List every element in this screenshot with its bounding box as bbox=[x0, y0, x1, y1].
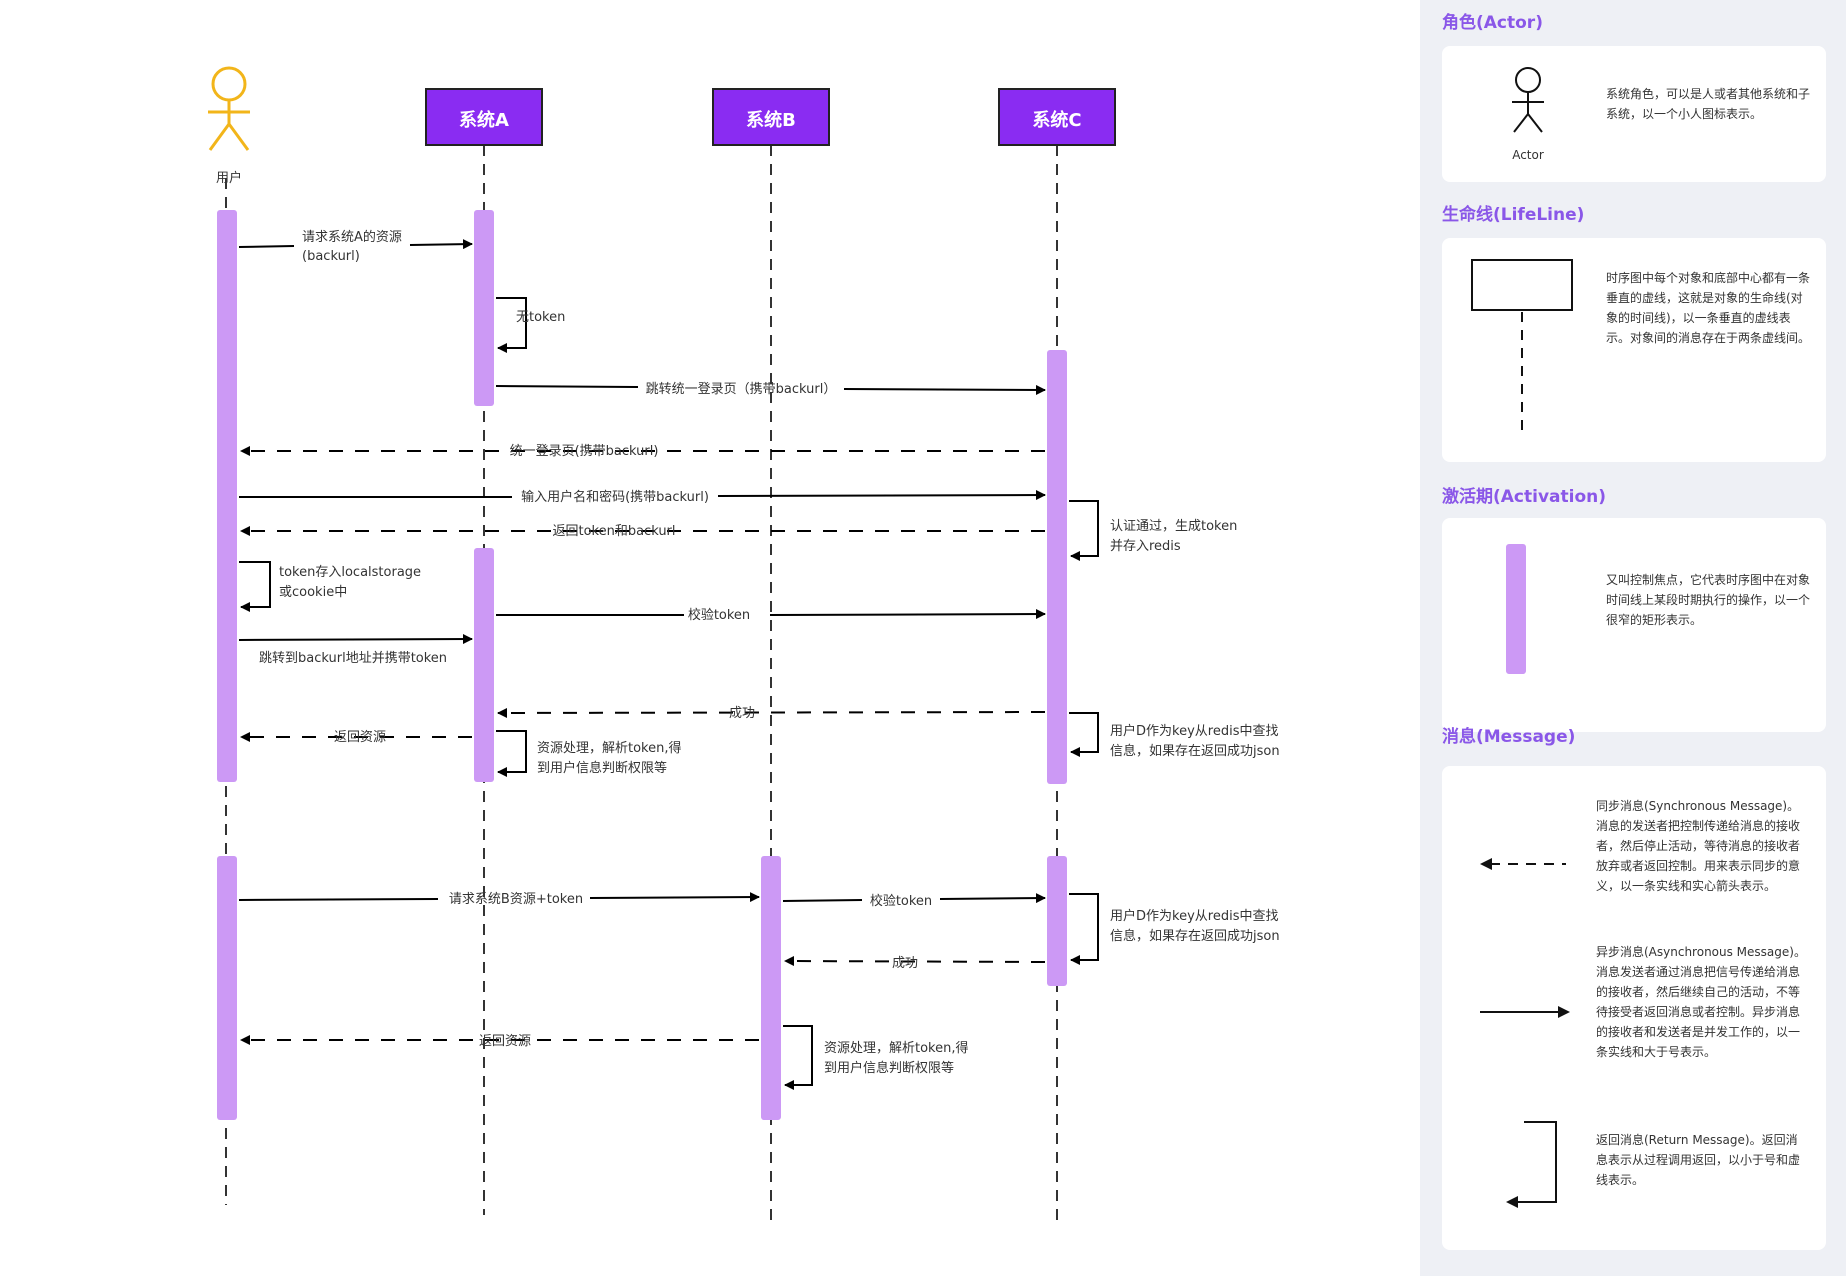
actor-user-label: 用户 bbox=[216, 170, 242, 186]
legend-actor-title: 角色(Actor) bbox=[1442, 13, 1543, 33]
sync-message-icon bbox=[1480, 858, 1566, 870]
msg-8-label-2: 或cookie中 bbox=[279, 585, 347, 600]
activation-b-1 bbox=[761, 856, 781, 1120]
msg-3-label: 跳转统一登录页（携带backurl） bbox=[646, 381, 837, 397]
msg-6-self bbox=[1069, 500, 1099, 561]
legend-async-desc: 异步消息(Asynchronous Message)。消息发送者通过消息把信号传… bbox=[1596, 945, 1806, 1059]
activation-a-2 bbox=[474, 548, 494, 782]
legend-activation-desc: 又叫控制焦点，它代表时序图中在对象时间线上某段时期执行的操作，以一个很窄的矩形表… bbox=[1606, 573, 1811, 627]
sequence-diagram: 用户 系统A 系统B 系统C bbox=[208, 66, 1280, 1225]
msg-14-label: 资源处理，解析token,得 bbox=[537, 740, 682, 756]
msg-11-line bbox=[497, 707, 1046, 718]
msg-2-self bbox=[496, 297, 527, 353]
activation-user-1 bbox=[217, 210, 237, 782]
lifeline-icon bbox=[1471, 259, 1573, 430]
activation-user-2 bbox=[217, 856, 237, 1120]
svg-text:系统A: 系统A bbox=[459, 109, 509, 131]
msg-3-line bbox=[495, 386, 1045, 390]
actor-icon bbox=[1512, 67, 1544, 133]
msg-5-label: 输入用户名和密码(携带backurl) bbox=[521, 489, 709, 505]
activation-icon bbox=[1506, 544, 1526, 674]
participant-system-b: 系统B bbox=[712, 88, 830, 146]
msg-8-self bbox=[239, 561, 271, 612]
legend-lifeline-title: 生命线(LifeLine) bbox=[1442, 205, 1585, 225]
return-message-icon bbox=[1506, 1121, 1557, 1208]
legend-panel: 角色(Actor) Actor 系统角色，可以是人或者其他系统和子系统，以一个小… bbox=[1420, 0, 1846, 1276]
msg-6-label-2: 并存入redis bbox=[1110, 539, 1181, 554]
actor-caption: Actor bbox=[1512, 148, 1544, 162]
msg-19-label: 返回资源 bbox=[479, 1034, 531, 1049]
msg-9-label: 校验token bbox=[688, 607, 750, 623]
msg-20-label-2: 到用户信息判断权限等 bbox=[824, 1060, 954, 1076]
participant-system-a: 系统A bbox=[425, 88, 543, 146]
msg-20-self bbox=[783, 1025, 813, 1090]
msg-12-label-2: 信息，如果存在返回成功json bbox=[1110, 743, 1280, 759]
msg-15-line bbox=[238, 897, 759, 900]
msg-5-line bbox=[239, 495, 1045, 497]
msg-14-self bbox=[496, 730, 527, 777]
actor-user-icon bbox=[208, 66, 250, 151]
legend-lifeline-card: 时序图中每个对象和底部中心都有一条垂直的虚线，这就是对象的生命线(对象的时间线)… bbox=[1442, 238, 1826, 462]
legend-activation-card: 又叫控制焦点，它代表时序图中在对象时间线上某段时期执行的操作，以一个很窄的矩形表… bbox=[1442, 518, 1826, 732]
legend-activation-title: 激活期(Activation) bbox=[1442, 487, 1607, 507]
msg-6-label: 认证通过，生成token bbox=[1110, 519, 1237, 534]
legend-lifeline-desc: 时序图中每个对象和底部中心都有一条垂直的虚线，这就是对象的生命线(对象的时间线)… bbox=[1606, 271, 1811, 345]
msg-9-line bbox=[496, 614, 1045, 615]
msg-18-label: 成功 bbox=[892, 956, 918, 971]
msg-12-label: 用户D作为key从redis中查找 bbox=[1110, 723, 1278, 739]
svg-text:系统B: 系统B bbox=[746, 109, 796, 131]
activation-c-2 bbox=[1047, 856, 1067, 986]
activation-c-1 bbox=[1047, 350, 1067, 784]
msg-17-self bbox=[1069, 893, 1099, 965]
msg-12-self bbox=[1069, 712, 1099, 757]
legend-message-title: 消息(Message) bbox=[1442, 727, 1576, 747]
msg-18-line bbox=[784, 956, 1046, 967]
msg-8-label: token存入localstorage bbox=[279, 565, 421, 580]
legend-return-desc: 返回消息(Return Message)。返回消息表示从过程调用返回，以小于号和… bbox=[1596, 1133, 1801, 1187]
msg-10-line bbox=[238, 634, 473, 645]
msg-4-label: 统一登录页(携带backurl) bbox=[510, 443, 659, 459]
legend-actor-desc: 系统角色，可以是人或者其他系统和子系统，以一个小人图标表示。 bbox=[1606, 87, 1811, 121]
msg-2-label: 无token bbox=[516, 310, 565, 325]
msg-17-label-2: 信息，如果存在返回成功json bbox=[1110, 928, 1280, 944]
legend-actor-card: Actor 系统角色，可以是人或者其他系统和子系统，以一个小人图标表示。 bbox=[1442, 46, 1826, 182]
msg-13-label: 返回资源 bbox=[334, 730, 386, 745]
msg-14-label-2: 到用户信息判断权限等 bbox=[537, 760, 667, 776]
msg-15-label: 请求系统B资源+token bbox=[449, 892, 583, 907]
async-message-icon bbox=[1480, 1006, 1570, 1018]
msg-1-label: 请求系统A的资源 bbox=[302, 229, 402, 245]
msg-11-label: 成功 bbox=[729, 706, 755, 721]
msg-7-label: 返回token和backurl bbox=[552, 524, 675, 539]
legend-message-card: 同步消息(Synchronous Message)。消息的发送者把控制传递给消息… bbox=[1442, 766, 1826, 1250]
msg-17-label: 用户D作为key从redis中查找 bbox=[1110, 908, 1278, 924]
svg-text:系统C: 系统C bbox=[1032, 109, 1081, 131]
msg-1-line bbox=[238, 244, 472, 247]
activation-a-1 bbox=[474, 210, 494, 406]
msg-16-label: 校验token bbox=[870, 893, 932, 909]
participant-system-c: 系统C bbox=[998, 88, 1116, 146]
msg-1-label-2: (backurl) bbox=[302, 249, 360, 264]
msg-16-line bbox=[782, 898, 1045, 901]
legend-sync-desc: 同步消息(Synchronous Message)。消息的发送者把控制传递给消息… bbox=[1596, 799, 1801, 893]
msg-10-label: 跳转到backurl地址并携带token bbox=[259, 650, 447, 666]
msg-20-label: 资源处理，解析token,得 bbox=[824, 1040, 969, 1056]
